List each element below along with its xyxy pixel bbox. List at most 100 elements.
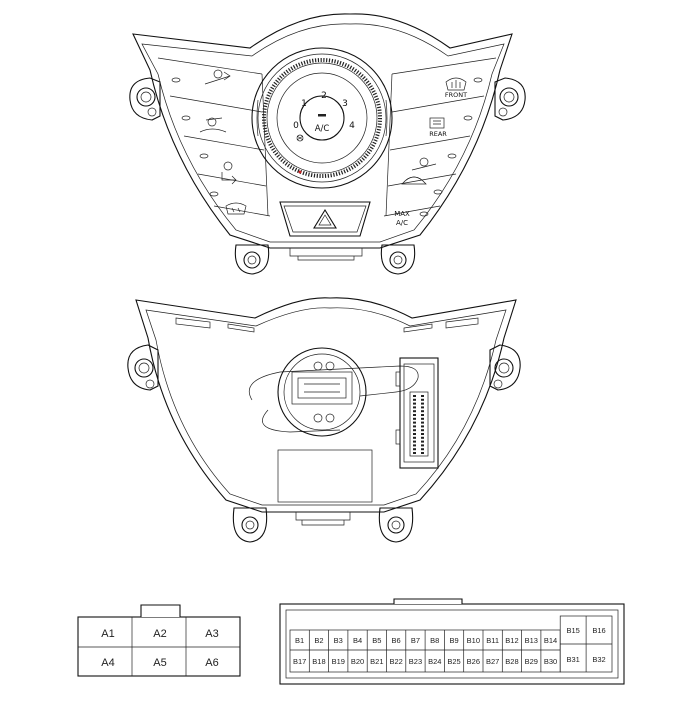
max-ac-label: A/C	[396, 219, 408, 227]
pin-a2: A2	[153, 628, 166, 640]
rear-connector-pin	[413, 433, 416, 435]
rear-connector-pin	[421, 417, 424, 420]
rear-panel-outline	[135, 297, 517, 513]
rear-left-mount-ear	[127, 344, 159, 391]
dial-number-1: 1	[301, 99, 307, 109]
rear-connector-pin	[413, 452, 416, 454]
rear-connector-pin	[421, 421, 424, 424]
pin-b29: B29	[525, 657, 538, 666]
pin-b25: B25	[447, 657, 460, 666]
pin-a1: A1	[101, 628, 114, 640]
rear-connector-pin	[413, 421, 416, 424]
fan-icon	[296, 134, 304, 142]
rear-connector-pin	[421, 402, 424, 405]
rear-dial-housing	[248, 347, 419, 437]
pin-b32: B32	[592, 655, 605, 664]
pin-b22: B22	[389, 657, 402, 666]
pin-b7: B7	[411, 636, 420, 645]
rear-connector-pin	[421, 406, 424, 409]
dial-knurl-ring	[262, 58, 382, 178]
pin-b31: B31	[566, 655, 579, 664]
rear-connector-pin	[421, 429, 424, 432]
rear-connector-pin	[413, 425, 416, 428]
left-button-1[interactable]	[171, 69, 231, 85]
pin-b19: B19	[332, 657, 345, 666]
rear-label-area	[277, 449, 373, 503]
defrost-front-icon	[445, 77, 467, 91]
pin-b24: B24	[428, 657, 441, 666]
defrost-rear-icon	[429, 117, 445, 129]
rear-connector-pin	[413, 440, 416, 443]
right-button-front-defrost[interactable]: FRONT	[445, 77, 483, 99]
pin-b20: B20	[351, 657, 364, 666]
connector-a-pins: A1 A2 A3 A4 A5 A6	[101, 628, 218, 669]
hazard-button[interactable]	[279, 201, 371, 237]
pin-b28: B28	[505, 657, 518, 666]
vent-bilevel-icon	[199, 117, 227, 133]
vent-floor-icon	[221, 161, 237, 185]
hazard-triangle-icon	[313, 208, 337, 229]
rear-connector-pin	[413, 402, 416, 405]
right-button-3[interactable]	[411, 153, 457, 171]
left-button-3[interactable]	[199, 153, 237, 185]
rear-connector-pin	[421, 433, 424, 435]
pin-b21: B21	[370, 657, 383, 666]
pin-b30: B30	[544, 657, 557, 666]
rear-connector-pin	[421, 425, 424, 428]
left-button-2[interactable]	[181, 115, 227, 133]
rear-connector-pin	[421, 448, 424, 451]
dial-number-0: 0	[293, 121, 299, 131]
front-panel-outline	[132, 13, 513, 249]
rear-panel-view	[127, 297, 521, 543]
pin-b6: B6	[392, 636, 401, 645]
right-button-recirculation[interactable]	[401, 176, 443, 195]
left-button-4[interactable]	[209, 191, 247, 215]
right-button-max-ac[interactable]: MAX A/C	[394, 210, 429, 227]
rear-connector-pin	[413, 429, 416, 432]
pin-b17: B17	[293, 657, 306, 666]
right-button-rear-defrost[interactable]: REAR	[429, 115, 473, 138]
front-defrost-label: FRONT	[445, 91, 467, 99]
rear-connector-pin	[421, 414, 424, 416]
dial-red-marker	[298, 170, 302, 174]
fan-speed-dial[interactable]: 0 1 2 3 4 A/C	[251, 47, 393, 189]
pin-b12: B12	[505, 636, 518, 645]
max-label: MAX	[394, 210, 410, 218]
rear-connector-pin	[421, 452, 424, 454]
front-panel-view: FRONT REAR MAX A/C	[129, 13, 526, 275]
pin-b10: B10	[467, 636, 480, 645]
ac-indicator-led	[318, 114, 326, 117]
rear-bottom-right-mount	[378, 507, 414, 543]
pin-a5: A5	[153, 657, 166, 669]
vent-face-icon	[411, 157, 437, 171]
rear-right-mount-ear	[489, 344, 521, 391]
rear-bottom-left-mount	[232, 507, 268, 543]
rear-connector-pin	[421, 410, 424, 413]
dial-number-2: 2	[321, 91, 327, 101]
rear-connector-pin	[421, 436, 424, 439]
pin-b3: B3	[334, 636, 343, 645]
rear-connector-pin	[413, 444, 416, 447]
rear-connector-pin	[421, 398, 424, 401]
front-left-mount-ear	[129, 77, 161, 121]
rear-connector-pin	[413, 436, 416, 439]
recirculation-icon	[401, 176, 427, 185]
pin-b27: B27	[486, 657, 499, 666]
pin-a6: A6	[205, 657, 218, 669]
rear-connector-pin	[413, 417, 416, 420]
pin-b11: B11	[486, 636, 499, 645]
rear-connector-housing	[395, 357, 439, 469]
rear-connector-pins	[413, 395, 424, 454]
rear-connector-pin	[421, 395, 424, 397]
pin-b15: B15	[566, 626, 579, 635]
pin-b5: B5	[372, 636, 381, 645]
pin-b8: B8	[430, 636, 439, 645]
front-right-mount-ear	[494, 77, 526, 121]
rear-connector-pin	[413, 395, 416, 397]
front-bottom-right-mount	[380, 244, 416, 275]
vent-defrost-floor-icon	[225, 202, 247, 215]
right-button-strip	[383, 57, 497, 217]
